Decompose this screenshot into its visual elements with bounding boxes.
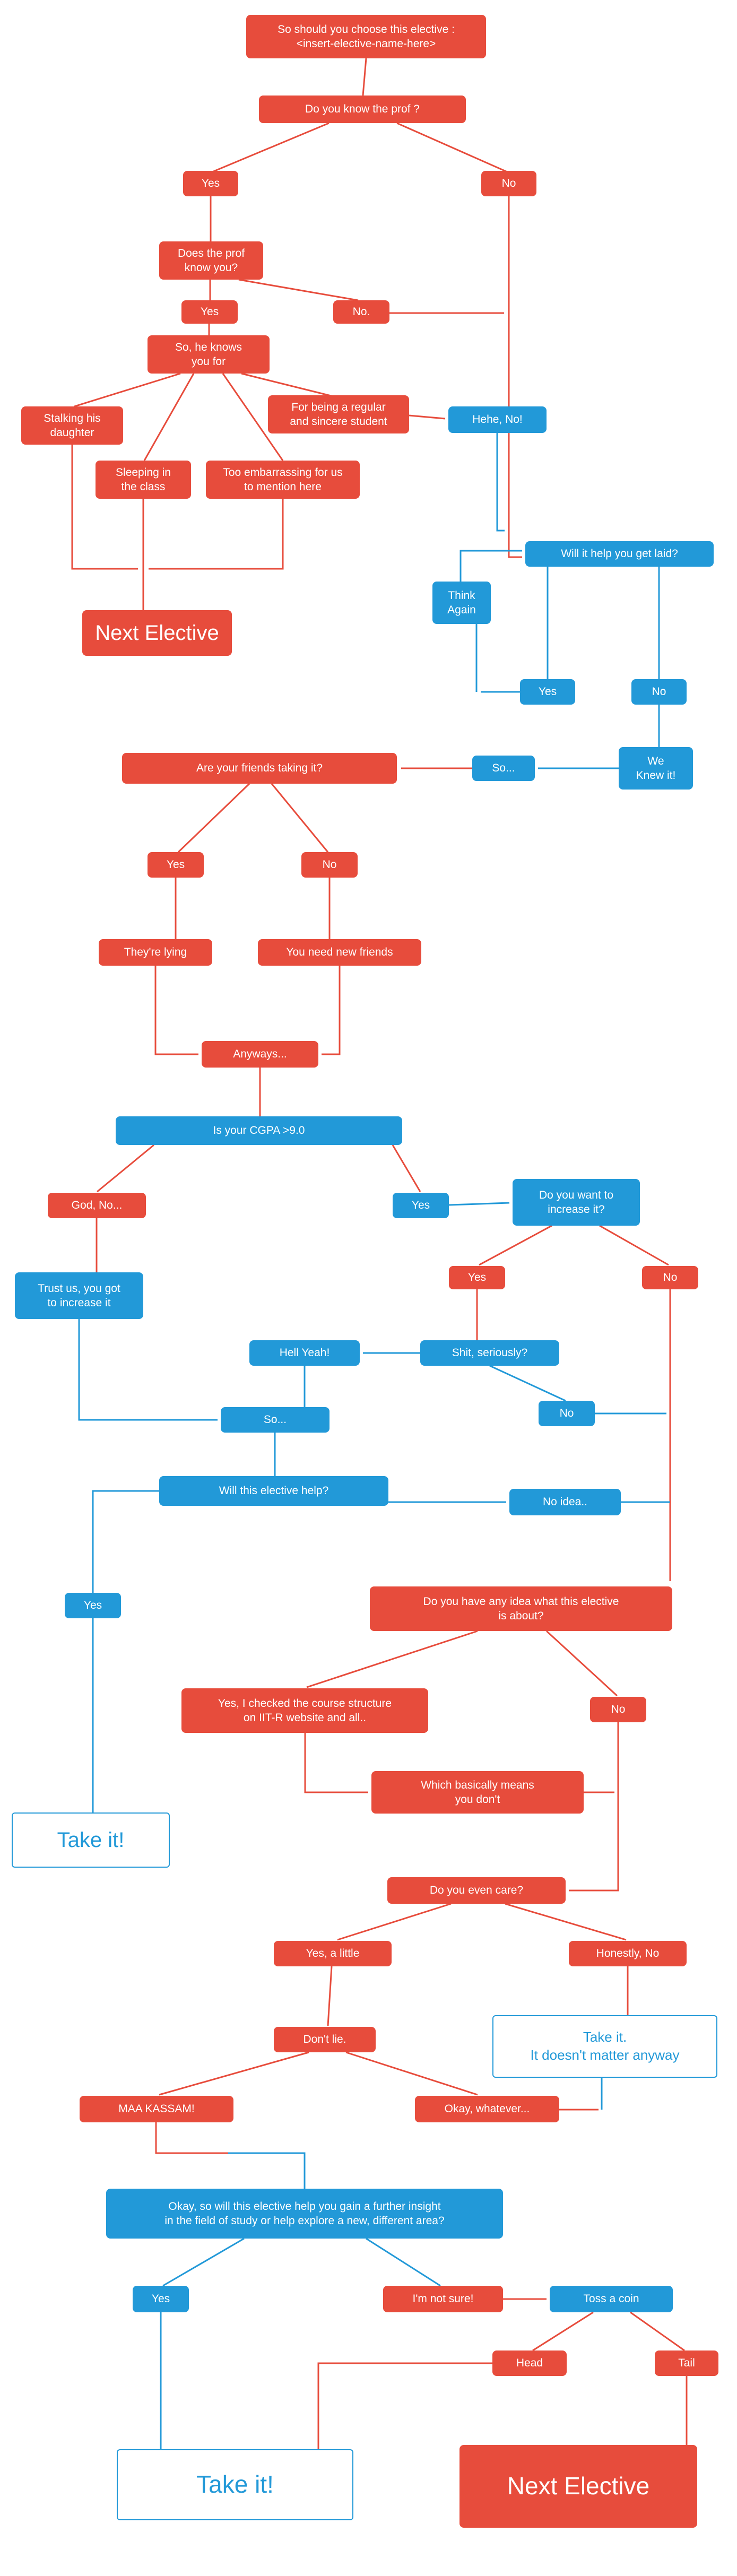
node-toss-a-coin: Toss a coin	[550, 2286, 673, 2312]
node-no-idea: No idea..	[509, 1489, 621, 1515]
node-take-it-1: Take it!	[12, 1812, 170, 1868]
node-tail: Tail	[655, 2351, 718, 2376]
node-honestly-no: Honestly, No	[569, 1941, 687, 1966]
node-too-embarrassing: Too embarrassing for us to mention here	[206, 461, 360, 499]
node-yes-insight: Yes	[133, 2286, 189, 2312]
node-shit-seriously: Shit, seriously?	[420, 1340, 559, 1366]
node-next-elective-2: Next Elective	[459, 2445, 697, 2528]
node-yes-increase: Yes	[449, 1266, 505, 1289]
node-so-1: So...	[472, 756, 535, 781]
node-god-no: God, No...	[48, 1193, 146, 1218]
node-next-elective-1: Next Elective	[82, 610, 232, 656]
node-basically-means: Which basically means you don't	[371, 1771, 584, 1814]
node-yes-friends: Yes	[148, 852, 204, 878]
node-knows-you-for: So, he knows you for	[148, 335, 270, 374]
node-theyre-lying: They're lying	[99, 939, 212, 966]
node-no-know-prof: No	[481, 171, 536, 196]
node-no-increase: No	[642, 1266, 698, 1289]
node-get-laid: Will it help you get laid?	[525, 541, 714, 567]
node-hehe-no: Hehe, No!	[448, 406, 547, 433]
node-yes-a-little: Yes, a little	[274, 1941, 392, 1966]
node-dont-lie: Don't lie.	[274, 2027, 376, 2052]
node-anyways: Anyways...	[202, 1041, 318, 1068]
node-yes-cgpa: Yes	[393, 1193, 449, 1218]
node-hell-yeah: Hell Yeah!	[249, 1340, 360, 1366]
node-take-it-3: Take it!	[117, 2449, 353, 2520]
node-any-idea-about: Do you have any idea what this elective …	[370, 1586, 672, 1631]
node-so-2: So...	[221, 1407, 330, 1433]
node-okay-whatever: Okay, whatever...	[415, 2096, 559, 2122]
node-we-knew-it: We Knew it!	[619, 747, 693, 790]
blue-edges	[78, 433, 670, 2449]
red-edges	[71, 58, 688, 2449]
node-no-any-idea: No	[590, 1697, 646, 1722]
node-take-it-2: Take it. It doesn't matter anyway	[492, 2015, 717, 2078]
node-yes-prof-knows: Yes	[181, 300, 238, 324]
node-head: Head	[492, 2351, 567, 2376]
node-need-new-friends: You need new friends	[258, 939, 421, 966]
node-no-seriously: No	[539, 1401, 595, 1426]
node-regular-student: For being a regular and sincere student	[268, 395, 409, 433]
node-yes-know-prof: Yes	[183, 171, 238, 196]
node-trust-us: Trust us, you got to increase it	[15, 1272, 143, 1319]
node-yes-get-laid: Yes	[520, 679, 575, 705]
node-no-get-laid: No	[631, 679, 687, 705]
node-prof-know-you: Does the prof know you?	[159, 241, 263, 280]
node-further-insight: Okay, so will this elective help you gai…	[106, 2189, 503, 2239]
node-stalking-daughter: Stalking his daughter	[21, 406, 123, 445]
node-elective-help: Will this elective help?	[159, 1476, 388, 1506]
node-no-prof-knows: No.	[333, 300, 389, 324]
node-even-care: Do you even care?	[387, 1877, 566, 1904]
node-yes-elective-help: Yes	[65, 1593, 121, 1618]
node-friends-taking: Are your friends taking it?	[122, 753, 397, 784]
node-checked-course-structure: Yes, I checked the course structure on I…	[181, 1688, 428, 1733]
node-sleeping-in-class: Sleeping in the class	[96, 461, 191, 499]
node-cgpa: Is your CGPA >9.0	[116, 1116, 402, 1145]
node-no-friends: No	[301, 852, 358, 878]
node-maa-kassam: MAA KASSAM!	[80, 2096, 233, 2122]
node-start: So should you choose this elective : <in…	[246, 15, 486, 58]
node-not-sure: I'm not sure!	[383, 2286, 503, 2312]
node-want-to-increase: Do you want to increase it?	[513, 1179, 640, 1226]
node-think-again: Think Again	[432, 582, 491, 624]
node-know-prof: Do you know the prof ?	[259, 96, 466, 123]
